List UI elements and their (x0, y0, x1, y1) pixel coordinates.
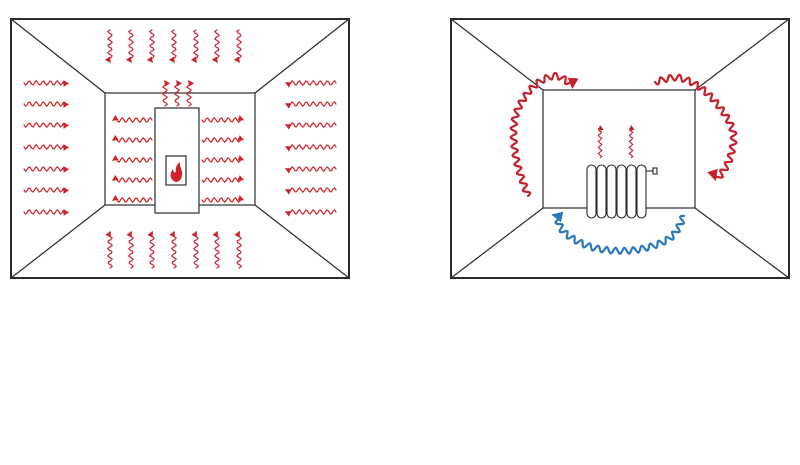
radiant-heating-panel (10, 18, 350, 280)
room-outline (450, 18, 790, 279)
heat-wave-arrow (23, 100, 70, 108)
flame-icon (170, 162, 183, 182)
radiator-fin (596, 164, 607, 219)
stove (154, 107, 200, 214)
radiator-fin (636, 164, 647, 219)
heat-wave-arrow (125, 29, 135, 63)
radiator-fin (626, 164, 637, 219)
heat-wave-arrow (284, 208, 337, 217)
radiant-room-svg (10, 18, 350, 279)
corner-line-tr (694, 18, 790, 91)
heat-wave-arrow (23, 143, 70, 151)
heat-wave-arrow (284, 186, 337, 195)
heat-wave-arrow (23, 208, 70, 216)
heat-wave-arrow (284, 165, 337, 174)
corner-line-br (694, 207, 790, 279)
heat-wave-arrow (112, 134, 153, 144)
rising-heat-arrow (628, 124, 635, 159)
heat-wave-arrow (284, 143, 337, 152)
outer-wall (450, 18, 790, 279)
heat-wave-arrow (112, 174, 153, 184)
heat-wave-arrow (104, 29, 114, 63)
radiator-fin (586, 164, 597, 219)
heat-wave-arrow (284, 121, 337, 130)
radiator-valve (652, 167, 658, 175)
heat-wave-arrow (233, 29, 243, 63)
heat-wave-arrow (169, 230, 178, 269)
heat-wave-arrow (201, 115, 245, 124)
heat-wave-arrow (146, 29, 156, 63)
radiant-heat-waves (23, 29, 337, 269)
heat-wave-arrow (23, 165, 70, 173)
heat-wave-arrow (201, 135, 245, 144)
corner-line-tl (10, 18, 106, 94)
heat-wave-arrow (185, 80, 195, 107)
heat-wave-arrow (201, 195, 245, 204)
heat-wave-arrow (147, 230, 156, 269)
corner-line-tr (254, 18, 350, 94)
heat-wave-arrow (201, 175, 245, 184)
corner-line-br (254, 204, 350, 279)
heat-wave-arrow (112, 114, 153, 124)
heat-wave-arrow (161, 80, 171, 107)
heat-wave-arrow (284, 100, 337, 109)
heat-wave-arrow (105, 230, 114, 269)
convection-air-flows (509, 71, 738, 256)
corner-line-bl (10, 204, 106, 279)
cool-air-flow-arrow (551, 211, 686, 256)
convection-heating-panel (450, 18, 790, 280)
heat-wave-arrow (168, 29, 178, 63)
heat-wave-arrow (212, 230, 221, 269)
outer-wall (10, 18, 350, 279)
heat-wave-arrow (284, 79, 337, 88)
heat-wave-arrow (190, 29, 200, 63)
heat-wave-arrow (23, 186, 70, 194)
heat-wave-arrow (23, 121, 70, 129)
radiator-icon (586, 164, 658, 219)
radiator-fin (616, 164, 627, 219)
heat-wave-arrow (173, 80, 183, 107)
warm-air-flow-arrow (653, 73, 738, 181)
radiator-fin (606, 164, 617, 219)
heat-wave-arrow (126, 230, 135, 269)
room-outline (10, 18, 350, 279)
warm-air-flow-arrow (509, 71, 579, 198)
heat-wave-arrow (201, 155, 245, 164)
corner-line-bl (450, 207, 544, 279)
convection-room-svg (450, 18, 790, 279)
heat-wave-arrow (23, 79, 70, 87)
heat-wave-arrow (112, 154, 153, 164)
rising-heat-arrow (597, 124, 604, 159)
corner-line-tl (450, 18, 544, 91)
heat-wave-arrow (211, 29, 221, 63)
heat-wave-arrow (191, 230, 200, 269)
heat-wave-arrow (234, 230, 243, 269)
heat-wave-arrow (112, 194, 153, 204)
